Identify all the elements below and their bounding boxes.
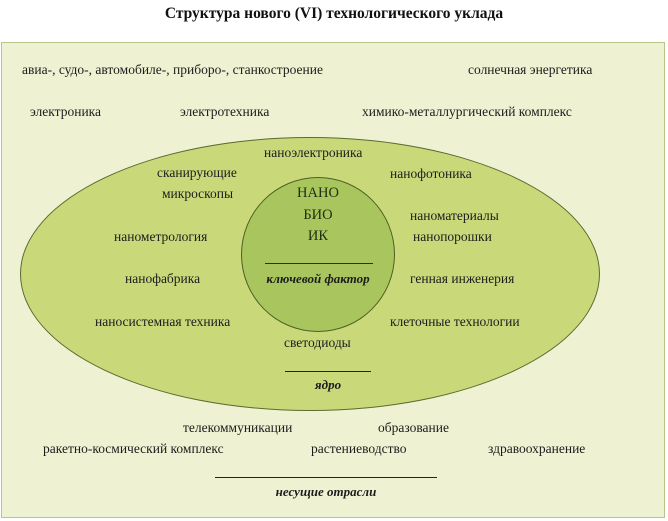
- label-plant-growing: растениеводство: [311, 441, 407, 456]
- inner-circle-key-factor: [241, 177, 395, 332]
- bottom-caption: несущие отрасли: [275, 484, 377, 499]
- core-bio: БИО: [303, 207, 333, 223]
- label-education: образование: [378, 420, 449, 435]
- ring-item-nanofactory: нанофабрика: [125, 271, 201, 286]
- ring-item-nanosystem-tech: наносистемная техника: [95, 314, 231, 329]
- label-electrical-engineering: электротехника: [180, 104, 270, 119]
- ring-item-nanophotonics: нанофотоника: [390, 166, 472, 181]
- ring-item-leds: светодиоды: [284, 335, 351, 350]
- ring-item-microscopes: микроскопы: [162, 186, 234, 201]
- bottom-divider: [215, 477, 437, 478]
- core-ik: ИК: [307, 228, 329, 244]
- ring-item-cell-tech: клеточные технологии: [390, 314, 520, 329]
- label-solar-energy: солнечная энергетика: [468, 62, 593, 77]
- label-healthcare: здравоохранение: [488, 441, 586, 456]
- label-machine-building: авиа-, судо-, автомобиле-, приборо-, ста…: [22, 62, 323, 77]
- ring-item-nanometrology: нанометрология: [114, 229, 208, 244]
- label-space-complex: ракетно-космический комплекс: [43, 441, 224, 456]
- label-telecom: телекоммуникации: [183, 420, 293, 435]
- label-electronics: электроника: [30, 104, 102, 119]
- core-caption: ключевой фактор: [266, 271, 370, 286]
- ring-item-nanomaterials: наноматериалы: [410, 208, 499, 223]
- core-divider: [265, 263, 373, 264]
- label-chem-metallurgy: химико-металлургический комплекс: [362, 104, 572, 119]
- diagram-title: Структура нового (VI) технологического у…: [164, 5, 504, 22]
- ring-item-nanoelectronics: наноэлектроника: [264, 145, 363, 160]
- ring-caption: ядро: [314, 377, 342, 392]
- ring-item-scanning: сканирующие: [157, 165, 237, 180]
- ring-item-nanopowders: нанопорошки: [413, 229, 492, 244]
- core-nano: НАНО: [297, 185, 339, 201]
- ring-divider: [285, 371, 371, 372]
- ring-item-genetic-engineering: генная инженерия: [410, 271, 515, 286]
